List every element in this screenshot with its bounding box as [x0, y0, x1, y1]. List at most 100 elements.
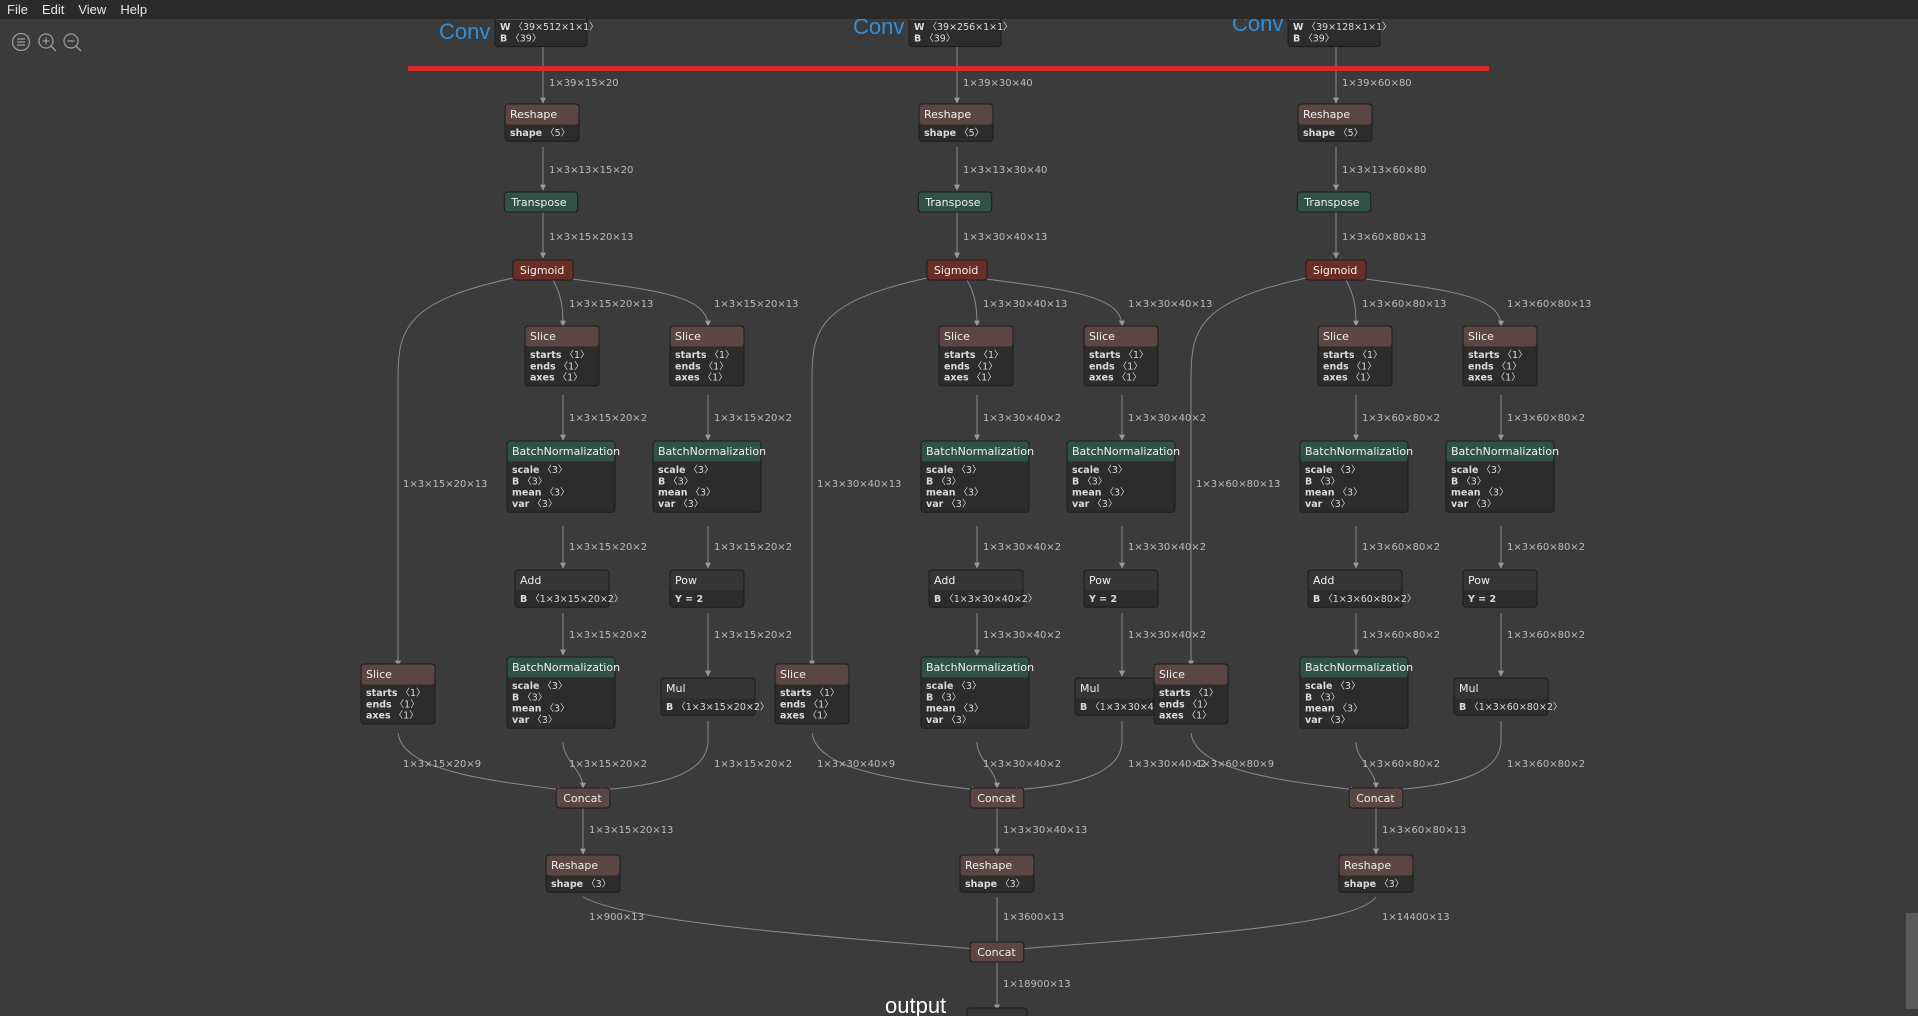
batchnorm-node[interactable]: BatchNormalizationscale〈3〉B〈3〉mean〈3〉var… — [920, 656, 1034, 729]
conv-node[interactable]: W〈39×512×1×1〉B〈39〉 — [494, 19, 599, 48]
menu-edit[interactable]: Edit — [41, 2, 65, 17]
batchnorm-node[interactable]: BatchNormalizationscale〈3〉B〈3〉mean〈3〉var… — [1299, 656, 1413, 729]
concat-node[interactable]: Concat — [969, 787, 1025, 809]
transpose-node[interactable]: Transpose — [917, 191, 993, 213]
menu-file[interactable]: File — [7, 2, 28, 17]
node-header — [1084, 570, 1158, 591]
edge — [1357, 277, 1504, 327]
attr-key: shape — [924, 128, 956, 139]
vertical-scrollbar[interactable] — [1906, 913, 1918, 1009]
attr-value: 〈3〉 — [936, 476, 961, 487]
attr-key: shape — [965, 879, 997, 890]
edge — [395, 275, 524, 667]
concat-node[interactable]: Concat — [1348, 787, 1404, 809]
node-attribute: scale〈3〉 — [1305, 681, 1360, 692]
node-header — [926, 259, 988, 281]
attr-key: axes — [1468, 373, 1493, 384]
node-attribute: shape〈5〉 — [1303, 128, 1363, 139]
attr-value: 〈3〉 — [1379, 879, 1404, 890]
conv-node[interactable]: W〈39×128×1×1〉B〈39〉 — [1287, 19, 1392, 48]
node-title: Pow — [675, 574, 697, 587]
attr-key: scale — [512, 681, 539, 692]
edge — [562, 741, 586, 789]
transpose-node[interactable]: Transpose — [1296, 191, 1372, 213]
zoom-in-icon[interactable] — [37, 32, 57, 52]
output-node[interactable] — [966, 1007, 1028, 1016]
zoom-out-icon[interactable] — [62, 32, 82, 52]
attr-value: 〈3〉 — [1325, 499, 1350, 510]
batchnorm-node[interactable]: BatchNormalizationscale〈3〉B〈3〉mean〈3〉var… — [506, 440, 620, 513]
attr-value: 〈39×128×1×1〉 — [1306, 22, 1391, 33]
menu-help[interactable]: Help — [120, 2, 148, 17]
conv-node-accent — [1289, 19, 1379, 20]
concat-node[interactable]: Concat — [555, 787, 611, 809]
batchnorm-node[interactable]: BatchNormalizationscale〈3〉B〈3〉mean〈3〉var… — [920, 440, 1034, 513]
attr-value: 〈1〉 — [973, 361, 998, 372]
node-body — [1287, 19, 1381, 48]
transpose-node[interactable]: Transpose — [503, 191, 579, 213]
attr-key: var — [1451, 499, 1469, 510]
conv-node[interactable]: W〈39×256×1×1〉B〈39〉 — [908, 19, 1013, 48]
node-attribute: var〈3〉 — [512, 715, 557, 726]
edge-label: 1×3×15×20×13 — [714, 299, 798, 310]
sigmoid-node[interactable]: Sigmoid — [1305, 259, 1367, 281]
conv-node-accent — [496, 19, 586, 20]
attr-key: B — [926, 476, 933, 487]
attr-value: 〈39〉 — [510, 33, 541, 44]
final-concat-node[interactable]: Concat — [969, 941, 1025, 963]
attr-value: 〈3〉 — [956, 681, 981, 692]
menu-view[interactable]: View — [78, 2, 107, 17]
node-title: BatchNormalization — [512, 661, 620, 674]
node-header — [919, 104, 993, 125]
edge-label: 1×3×60×80×13 — [1196, 479, 1280, 490]
attr-value: 〈1〉 — [401, 688, 426, 699]
batchnorm-node[interactable]: BatchNormalizationscale〈3〉B〈3〉mean〈3〉var… — [1299, 440, 1413, 513]
batchnorm-node[interactable]: BatchNormalizationscale〈3〉B〈3〉mean〈3〉var… — [652, 440, 766, 513]
edge-label: 1×900×13 — [589, 912, 644, 923]
node-attribute: var〈3〉 — [926, 715, 971, 726]
graph-canvas[interactable]: 1×39×15×201×3×13×15×201×3×15×20×131×3×15… — [0, 19, 1906, 1016]
sigmoid-node[interactable]: Sigmoid — [926, 259, 988, 281]
sidebar-toggle-icon[interactable] — [11, 32, 31, 52]
attr-key: mean — [658, 488, 688, 499]
batchnorm-node[interactable]: BatchNormalizationscale〈3〉B〈3〉mean〈3〉var… — [1066, 440, 1180, 513]
sigmoid-node[interactable]: Sigmoid — [512, 259, 574, 281]
attr-key: B — [520, 594, 527, 605]
edge — [976, 741, 1000, 789]
attr-key: ends — [1089, 361, 1115, 372]
batchnorm-node[interactable]: BatchNormalizationscale〈3〉B〈3〉mean〈3〉var… — [1445, 440, 1559, 513]
node-attribute: ends〈1〉 — [1468, 361, 1522, 372]
node-header — [775, 664, 849, 685]
node-attribute: starts〈1〉 — [1089, 350, 1149, 361]
attr-value: 〈1〉 — [1194, 688, 1219, 699]
attr-value: 〈3〉 — [691, 488, 716, 499]
batchnorm-node[interactable]: BatchNormalizationscale〈3〉B〈3〉mean〈3〉var… — [506, 656, 620, 729]
attr-key: mean — [1305, 488, 1335, 499]
conv-annotation: Conv — [1232, 19, 1283, 36]
edge-label: 1×3×30×40×2 — [983, 759, 1061, 770]
